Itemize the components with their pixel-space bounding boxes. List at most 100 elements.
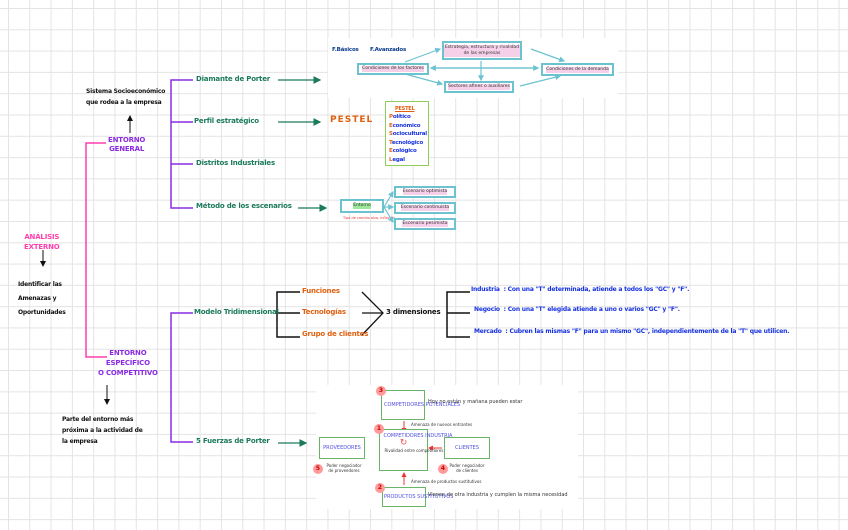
level-text: : Con una "T" determinada, atiende a tod…	[503, 286, 690, 293]
box-proveedores: PROVEEDORES	[319, 437, 365, 459]
poder-proveedores-label: Poder negociador de proveedores	[326, 463, 362, 473]
pestel-rest: egal	[392, 156, 405, 163]
poder-clientes-label: Poder negociador de clientes	[449, 463, 485, 473]
sustitutos-note: Vienen de otra industria y cumplen la mi…	[428, 492, 568, 498]
note-line: Sistema Socioeconómico	[86, 88, 166, 95]
item-modelo-tridimensional: Modelo Tridimensional	[194, 308, 279, 316]
level-text: : Con una "T" elegida atiende a uno o va…	[503, 306, 680, 313]
note-line: próxima a la actividad de	[62, 427, 143, 434]
box-text: Entorno	[353, 203, 371, 209]
pestel-item: Sociocultural	[389, 130, 427, 139]
box-text: Escenario pesimista	[402, 221, 448, 227]
level-negocio: Negocio : Con una "T" elegida atiende a …	[474, 306, 680, 313]
pestel-box-title: PESTEL	[395, 106, 415, 112]
f-avanzados-label: F.Avanzados	[370, 47, 407, 53]
dimension-funciones: Funciones	[302, 287, 340, 295]
entorno-general-note: Sistema Socioeconómico que rodea a la emp…	[86, 86, 165, 108]
box-demanda: Condiciones de la demanda	[541, 63, 614, 76]
box-escenario-continuista: Escenario continuista	[394, 202, 456, 214]
purple-branch-general	[170, 79, 193, 209]
entorno-especifico-note: Parte del entorno más próxima a la activi…	[62, 414, 143, 447]
f-basicos-label: F.Básicos	[332, 47, 359, 53]
box-escenario-pesimista: Escenario pesimista	[394, 218, 456, 230]
box-text: COMPETIDORES POTENCIALES	[384, 402, 461, 408]
note-line: la empresa	[62, 438, 98, 445]
level-name: Negocio	[474, 306, 500, 313]
pestel-initial: P	[389, 114, 393, 120]
pestel-rest: conómico	[392, 122, 421, 129]
pestel-initial: E	[389, 148, 393, 154]
entorno-especifico-title: ENTORNO ESPECÍFICO O COMPETITIVO	[98, 348, 158, 378]
force-number: 2	[375, 483, 385, 493]
box-text: Escenario continuista	[400, 205, 450, 211]
note-line: Amenazas y	[18, 295, 57, 302]
item-metodo-escenarios: Método de los escenarios	[196, 202, 292, 210]
entorno-note: Tipo de cambio alza, inflación...	[343, 216, 399, 220]
porter-diamond: F.Básicos F.Avanzados Estrategia, estruc…	[328, 38, 618, 98]
analisis-externo-title: ANÁLISIS EXTERNO	[24, 232, 60, 252]
dimension-grupo-clientes: Grupo de clientes	[302, 330, 369, 338]
level-name: Industria	[471, 286, 500, 293]
note-line: Oportunidades	[18, 309, 66, 316]
item-diamante-porter: Diamante de Porter	[196, 75, 270, 83]
box-estrategia: Estrategia, estructura y rivalidad de la…	[442, 41, 522, 60]
pestel-item: Tecnológico	[389, 139, 425, 148]
pestel-item: Ecológico	[389, 147, 425, 156]
box-sectores: Sectores afines o auxiliares	[444, 81, 514, 93]
box-text: Condiciones de la demanda	[546, 66, 609, 73]
box-escenario-optimista: Escenario optimista	[394, 186, 456, 198]
title-line: ANÁLISIS	[24, 233, 60, 241]
potenciales-note: Hoy no están y mañana pueden estar	[428, 399, 523, 405]
box-text: CLIENTES	[454, 445, 480, 451]
pestel-rest: cológico	[392, 148, 417, 154]
note-line: Parte del entorno más	[62, 416, 134, 423]
item-distritos-industriales: Distritos Industriales	[196, 159, 275, 167]
pestel-rest: ecnológico	[391, 139, 424, 146]
item-perfil-estrategico: Perfil estratégico	[194, 117, 259, 125]
title-line: ESPECÍFICO	[105, 359, 150, 367]
box-text: Sectores afines o auxiliares	[448, 84, 510, 90]
rivalry-cycle-icon: ↻	[399, 438, 408, 448]
amenaza-sustitutos-label: Amenaza de productos sustitutivos	[411, 479, 482, 484]
box-text: PROVEEDORES	[323, 445, 361, 451]
box-text: COMPETIDORES INDUSTRIA	[383, 433, 453, 439]
level-text: : Cubren las mismas "F" para un mismo "G…	[505, 328, 790, 335]
amenaza-entrantes-label: Amenaza de nuevos entrantes	[411, 422, 473, 427]
box-clientes: CLIENTES	[444, 437, 490, 459]
box-factores: Condiciones de los factores	[357, 63, 429, 75]
box-text: Condiciones de los factores	[362, 66, 424, 72]
title-line: ENTORNO	[109, 349, 147, 357]
title-line: EXTERNO	[24, 243, 60, 251]
level-mercado: Mercado : Cubren las mismas "F" para un …	[474, 328, 790, 335]
box-text: Escenario optimista	[402, 189, 448, 195]
level-name: Mercado	[474, 328, 502, 335]
pestel-label: PESTEL	[330, 115, 374, 125]
title-line: GENERAL	[109, 145, 145, 153]
pestel-rest: ociocultural	[392, 131, 427, 137]
force-number: 5	[313, 464, 323, 474]
note-line: que rodea a la empresa	[86, 99, 162, 106]
tres-dimensiones-label: 3 dimensiones	[386, 308, 441, 316]
escenario-arrows	[384, 190, 395, 224]
title-line: ENTORNO	[108, 136, 146, 144]
box-entorno: Entorno	[340, 199, 384, 213]
box-competidores-potenciales: COMPETIDORES POTENCIALES	[381, 390, 461, 420]
dimension-tecnologias: Tecnologías	[302, 308, 346, 316]
box-productos-sustitutivos: PRODUCTOS SUSTITUTIVOS	[382, 487, 453, 507]
cinco-fuerzas-diagram: COMPETIDORES POTENCIALES 3 Hoy no están …	[313, 385, 578, 509]
pestel-initial: S	[389, 131, 393, 137]
pestel-item: Legal	[389, 156, 425, 165]
pestel-initial: L	[389, 156, 393, 163]
title-line: O COMPETITIVO	[98, 369, 158, 377]
pink-branch	[85, 142, 107, 358]
box-text: Estrategia, estructura y rivalidad de la…	[444, 44, 520, 57]
rivalidad-label: Rivalidad entre competidores	[384, 448, 444, 453]
note-line: Identificar las	[18, 281, 62, 288]
level-industria: Industria : Con una "T" determinada, ati…	[471, 286, 689, 293]
pestel-item: Político	[389, 113, 425, 122]
